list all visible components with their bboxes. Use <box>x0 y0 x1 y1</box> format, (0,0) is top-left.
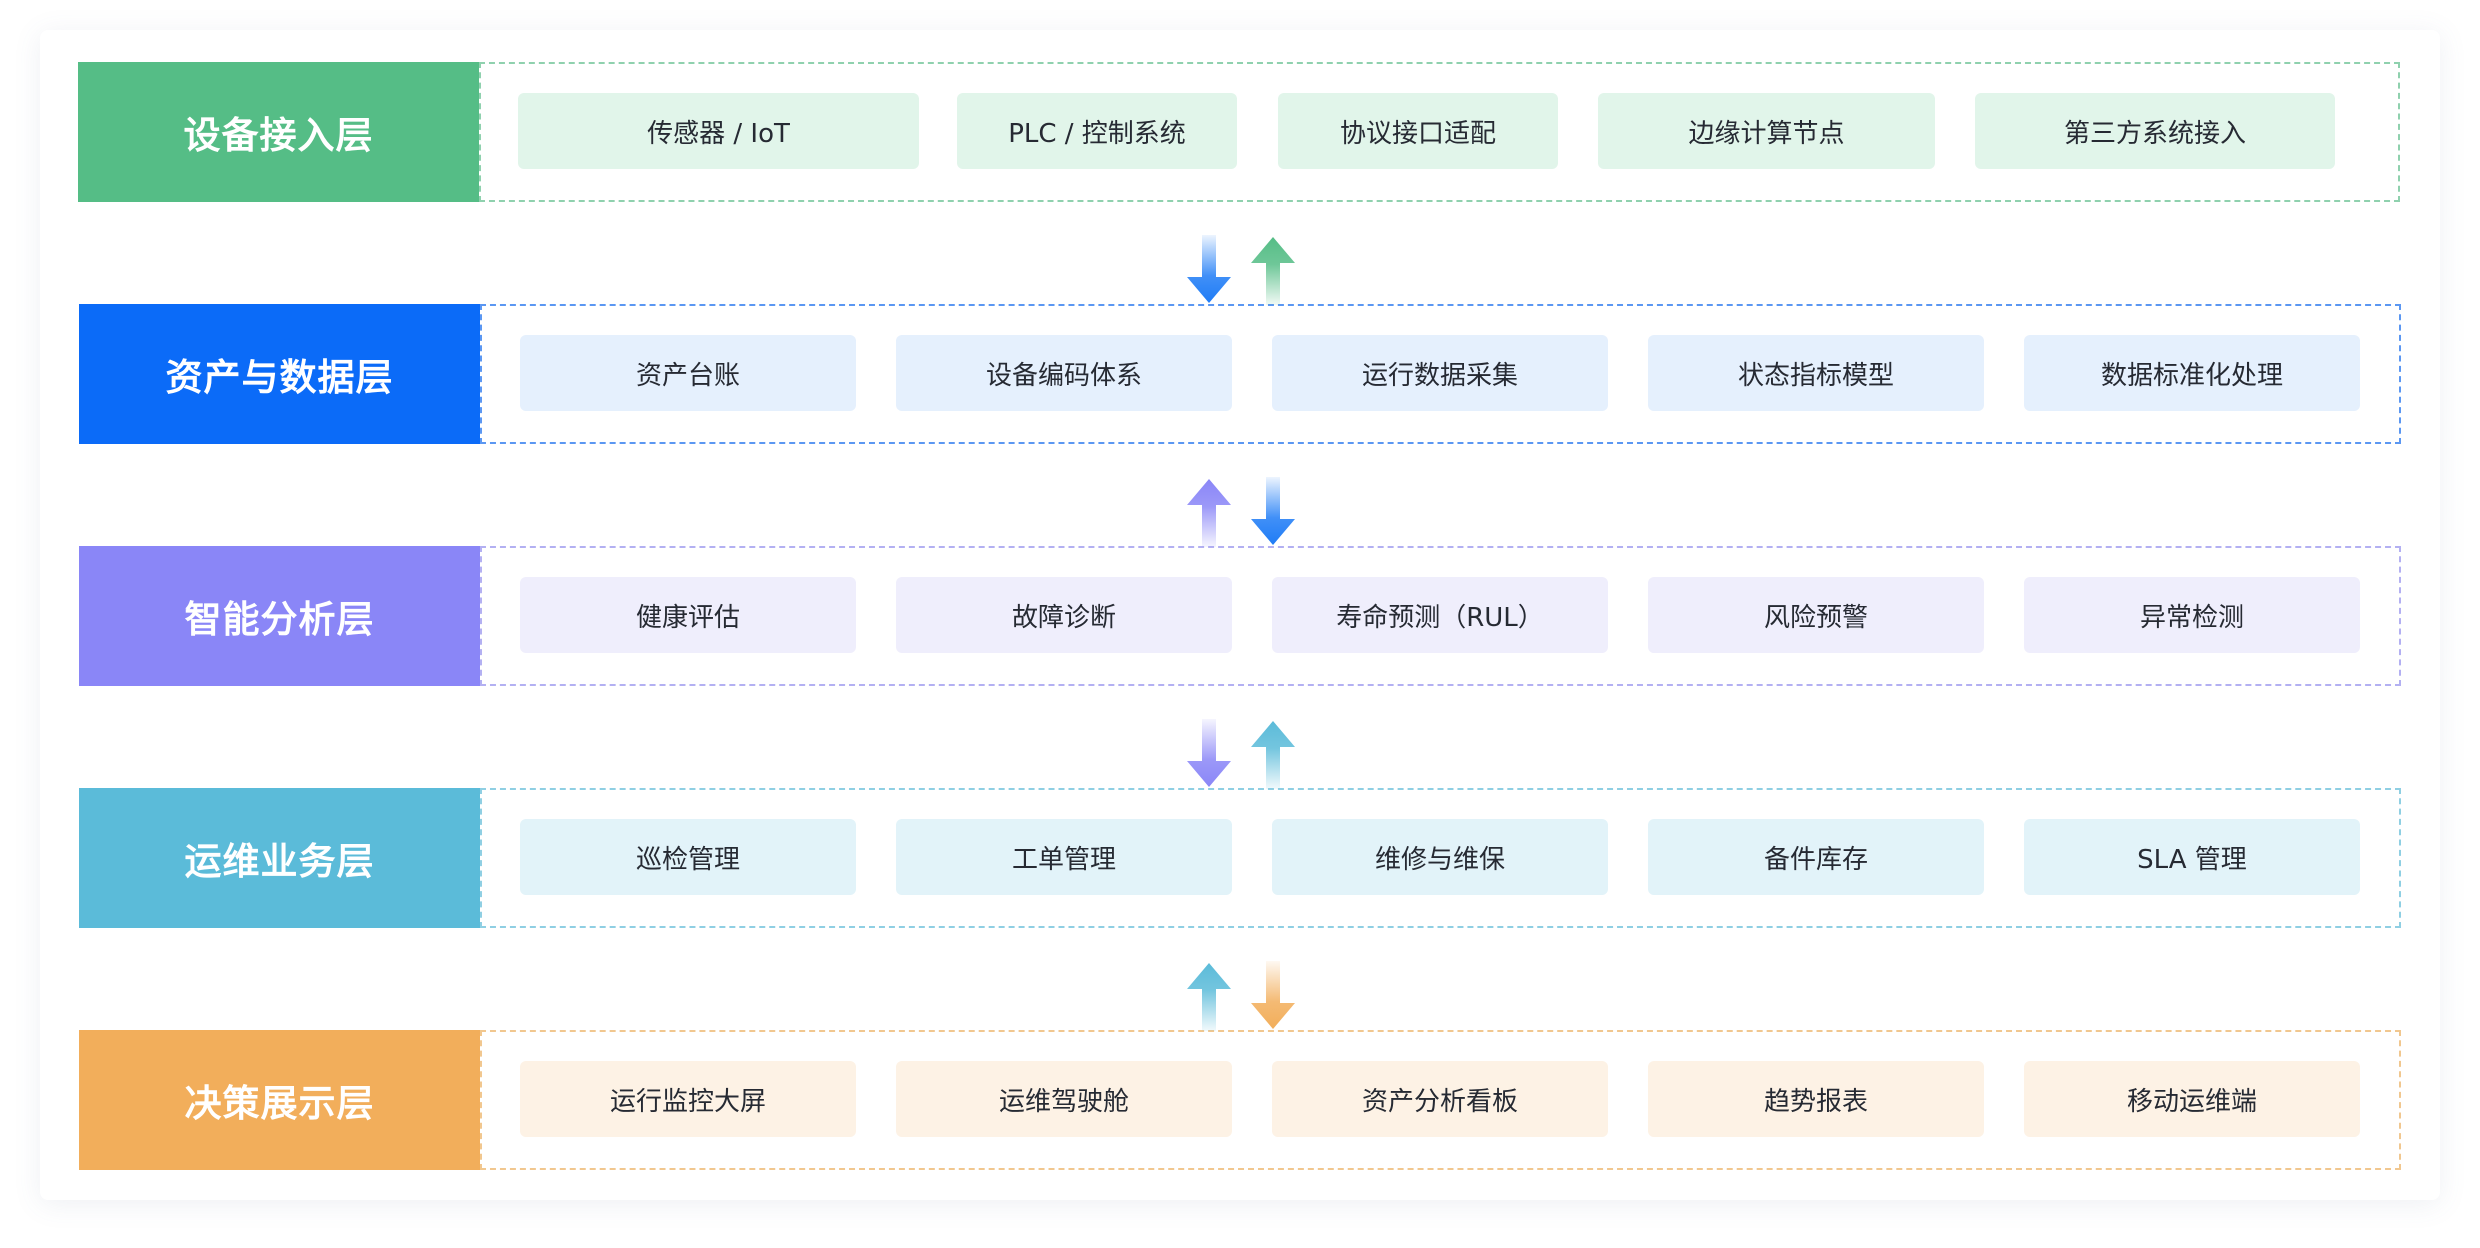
arrow-up-icon <box>1251 721 1295 789</box>
layer-item-chip: 故障诊断 <box>896 577 1232 653</box>
layer-item-chip: 运行监控大屏 <box>520 1061 856 1137</box>
layer-item-chip: 健康评估 <box>520 577 856 653</box>
layer-item-chip: 风险预警 <box>1648 577 1984 653</box>
layer-asset-data: 资产与数据层资产台账设备编码体系运行数据采集状态指标模型数据标准化处理 <box>79 304 2401 444</box>
arrow-down-icon <box>1251 961 1295 1029</box>
layer-item-chip: 运维驾驶舱 <box>896 1061 1232 1137</box>
arrow-up-icon <box>1187 963 1231 1031</box>
arrow-down-icon <box>1187 235 1231 303</box>
arrow-down-icon <box>1251 477 1295 545</box>
arrow-up-icon <box>1251 237 1295 305</box>
layer-item-chip: 巡检管理 <box>520 819 856 895</box>
layer-title: 运维业务层 <box>79 788 480 928</box>
layer-item-chip: 趋势报表 <box>1648 1061 1984 1137</box>
layer-item-chip: 异常检测 <box>2024 577 2360 653</box>
layer-title: 资产与数据层 <box>79 304 480 444</box>
arrow-up-icon <box>1187 479 1231 547</box>
layer-item-chip: 边缘计算节点 <box>1598 93 1935 169</box>
layer-item-chip: 寿命预测（RUL） <box>1272 577 1608 653</box>
layer-item-chip: 资产台账 <box>520 335 856 411</box>
layer-item-chip: 维修与维保 <box>1272 819 1608 895</box>
layer-item-chip: 第三方系统接入 <box>1975 93 2335 169</box>
layer-decision-display: 决策展示层运行监控大屏运维驾驶舱资产分析看板趋势报表移动运维端 <box>79 1030 2401 1170</box>
layer-item-chip: SLA 管理 <box>2024 819 2360 895</box>
layer-item-chip: 状态指标模型 <box>1648 335 1984 411</box>
layer-item-chip: 移动运维端 <box>2024 1061 2360 1137</box>
layer-device-access: 设备接入层传感器 / IoT PLC / 控制系统协议接口适配边缘计算节点第三方系… <box>78 62 2400 202</box>
layer-item-chip: 传感器 / IoT <box>518 93 919 169</box>
layer-item-chip: 资产分析看板 <box>1272 1061 1608 1137</box>
layer-title: 设备接入层 <box>78 62 479 202</box>
layer-item-chip: PLC / 控制系统 <box>957 93 1237 169</box>
layer-item-chip: 协议接口适配 <box>1278 93 1558 169</box>
layer-item-chip: 设备编码体系 <box>896 335 1232 411</box>
layer-item-chip: 备件库存 <box>1648 819 1984 895</box>
layer-intelligent-analysis: 智能分析层健康评估故障诊断寿命预测（RUL） 风险预警异常检测 <box>79 546 2401 686</box>
layer-item-chip: 工单管理 <box>896 819 1232 895</box>
layer-title: 决策展示层 <box>79 1030 480 1170</box>
layer-title: 智能分析层 <box>79 546 480 686</box>
layer-item-chip: 数据标准化处理 <box>2024 335 2360 411</box>
arrow-down-icon <box>1187 719 1231 787</box>
layer-item-chip: 运行数据采集 <box>1272 335 1608 411</box>
layer-ops-business: 运维业务层巡检管理工单管理维修与维保备件库存 SLA 管理 <box>79 788 2401 928</box>
